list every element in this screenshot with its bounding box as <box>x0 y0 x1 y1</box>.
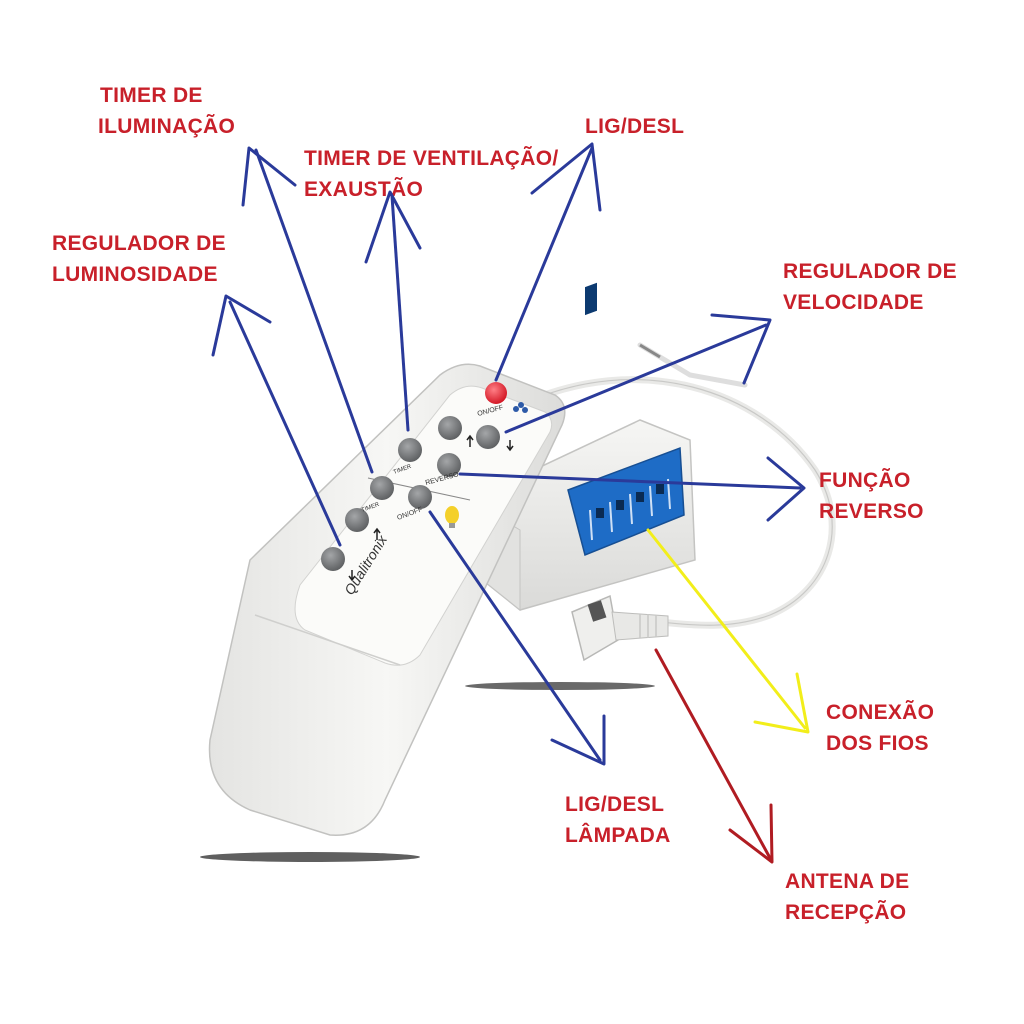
speed-down-button <box>476 425 500 449</box>
power-button <box>485 382 507 404</box>
dim-up-button <box>345 508 369 532</box>
label-regulador-velocidade: REGULADOR DE VELOCIDADE <box>783 260 957 314</box>
dim-down-button <box>321 547 345 571</box>
remote-buttons <box>321 382 528 582</box>
label-regulador-luminosidade: REGULADOR DE LUMINOSIDADE <box>52 232 226 286</box>
speed-up-button <box>438 416 462 440</box>
label-lig-desl-lampada: LIG/DESL LÂMPADA <box>565 793 671 847</box>
lamp-button <box>408 485 432 509</box>
label-timer-ventilacao: TIMER DE VENTILAÇÃO/ EXAUSTÃO <box>304 147 559 201</box>
timer-vent-button <box>398 438 422 462</box>
label-antena-recepcao: ANTENA DE RECEPÇÃO <box>785 870 910 924</box>
label-lig-desl: LIG/DESL <box>585 115 685 138</box>
label-conexao-fios: CONEXÃO DOS FIOS <box>826 701 935 755</box>
timer-light-button <box>370 476 394 500</box>
antenna-connector <box>571 594 669 662</box>
label-timer-iluminacao: TIMER DE ILUMINAÇÃO <box>98 84 236 138</box>
label-funcao-reverso: FUNÇÃO REVERSO <box>819 469 924 523</box>
reverse-button <box>437 453 461 477</box>
